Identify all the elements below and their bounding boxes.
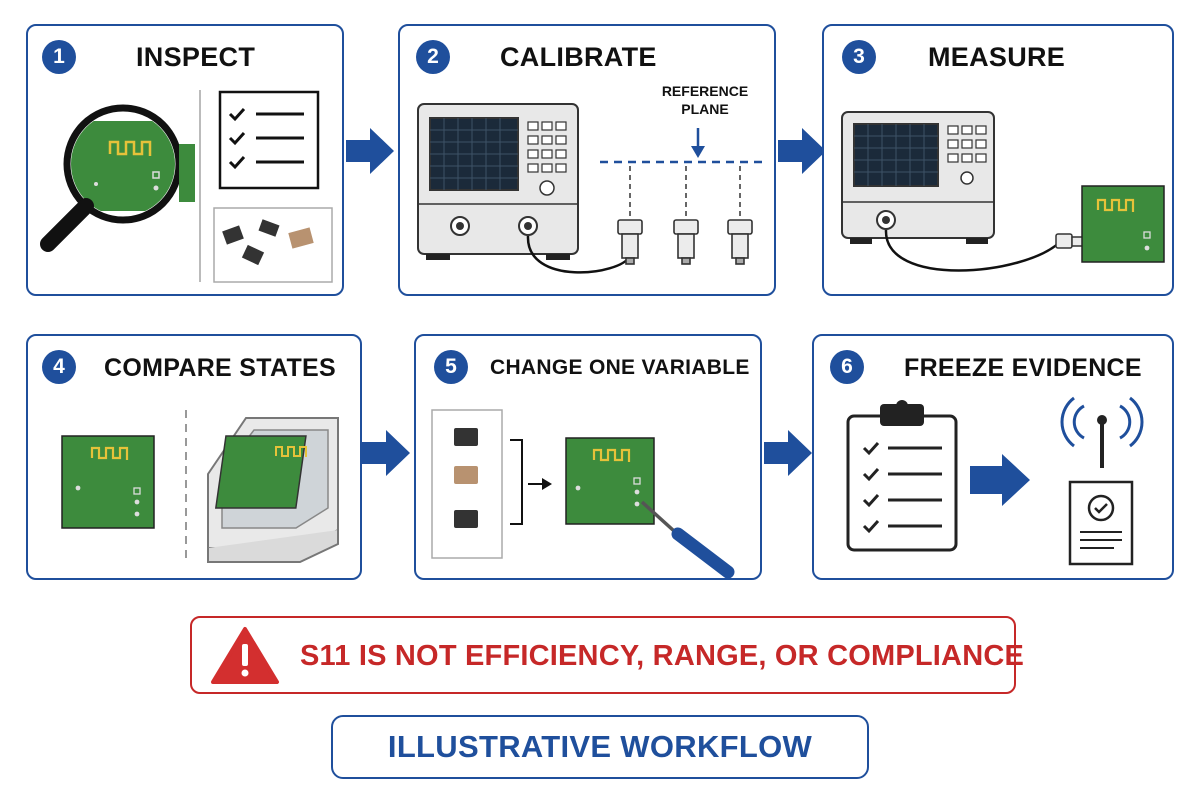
warning-banner: S11 IS NOT EFFICIENCY, RANGE, OR COMPLIA…	[190, 616, 1024, 694]
arrow-right-icon	[970, 454, 1030, 506]
step-panel-freeze-evidence: 6 FREEZE EVIDENCE	[812, 334, 1174, 580]
calibration-standard-icon	[617, 219, 753, 265]
flow-arrow-icon	[346, 128, 394, 174]
step-number-badge: 1	[42, 40, 76, 74]
checklist-icon	[218, 90, 320, 190]
calibrate-illustration	[417, 103, 762, 274]
freeze-evidence-illustration	[846, 396, 1144, 566]
magnifier-icon	[40, 104, 183, 252]
step-number-badge: 6	[830, 350, 864, 384]
components-icon	[213, 207, 333, 283]
warning-triangle-icon	[211, 627, 279, 684]
step-title: CHANGE ONE VARIABLE	[490, 356, 750, 379]
arrow-right-icon	[528, 478, 552, 490]
test-cable	[884, 229, 1061, 272]
pcb-board-icon	[61, 435, 155, 529]
footer-text: ILLUSTRATIVE WORKFLOW	[387, 729, 813, 764]
step-panel-calibrate: 2 CALIBRATE REFERENCE PLANE	[398, 24, 776, 296]
pcb-board-icon	[1081, 185, 1165, 263]
measure-illustration	[841, 111, 1165, 272]
step-title: COMPARE STATES	[104, 354, 336, 382]
clipboard-icon	[846, 400, 958, 552]
flow-arrow-icon	[764, 430, 812, 476]
certificate-document-icon	[1068, 480, 1134, 566]
step-number-badge: 2	[416, 40, 450, 74]
pcb-edge	[152, 144, 195, 202]
screwdriver-icon	[640, 500, 735, 578]
step-title: INSPECT	[136, 42, 256, 72]
step-panel-measure: 3 MEASURE	[822, 24, 1174, 296]
reference-plane-label: REFERENCE PLANE	[661, 83, 749, 117]
footer-label: ILLUSTRATIVE WORKFLOW	[331, 715, 869, 779]
step-title: CALIBRATE	[500, 42, 657, 72]
inspect-illustration	[40, 90, 333, 283]
vna-instrument-icon	[417, 103, 579, 260]
step-title: MEASURE	[928, 42, 1066, 72]
step-panel-change-one-variable: 5 CHANGE ONE VARIABLE	[414, 334, 762, 580]
flow-arrow-icon	[362, 430, 410, 476]
test-cable	[526, 235, 632, 274]
enclosure-icon	[207, 417, 339, 563]
antenna-icon	[1060, 396, 1144, 448]
step-panel-compare-states: 4 COMPARE STATES	[26, 334, 362, 580]
step-panel-inspect: 1 INSPECT	[26, 24, 344, 296]
pcb-board-icon	[565, 437, 655, 525]
change-variable-illustration	[431, 409, 735, 578]
step-number-badge: 5	[434, 350, 468, 384]
warning-text: S11 IS NOT EFFICIENCY, RANGE, OR COMPLIA…	[300, 640, 1025, 672]
arrow-down-icon	[691, 128, 705, 158]
vna-instrument-icon	[841, 111, 995, 244]
components-icon	[431, 409, 503, 559]
step-number-badge: 3	[842, 40, 876, 74]
step-number-badge: 4	[42, 350, 76, 384]
sma-connector-icon	[1055, 233, 1085, 249]
step-title: FREEZE EVIDENCE	[904, 354, 1142, 382]
flow-arrow-icon	[778, 128, 826, 174]
compare-states-illustration	[61, 410, 339, 563]
